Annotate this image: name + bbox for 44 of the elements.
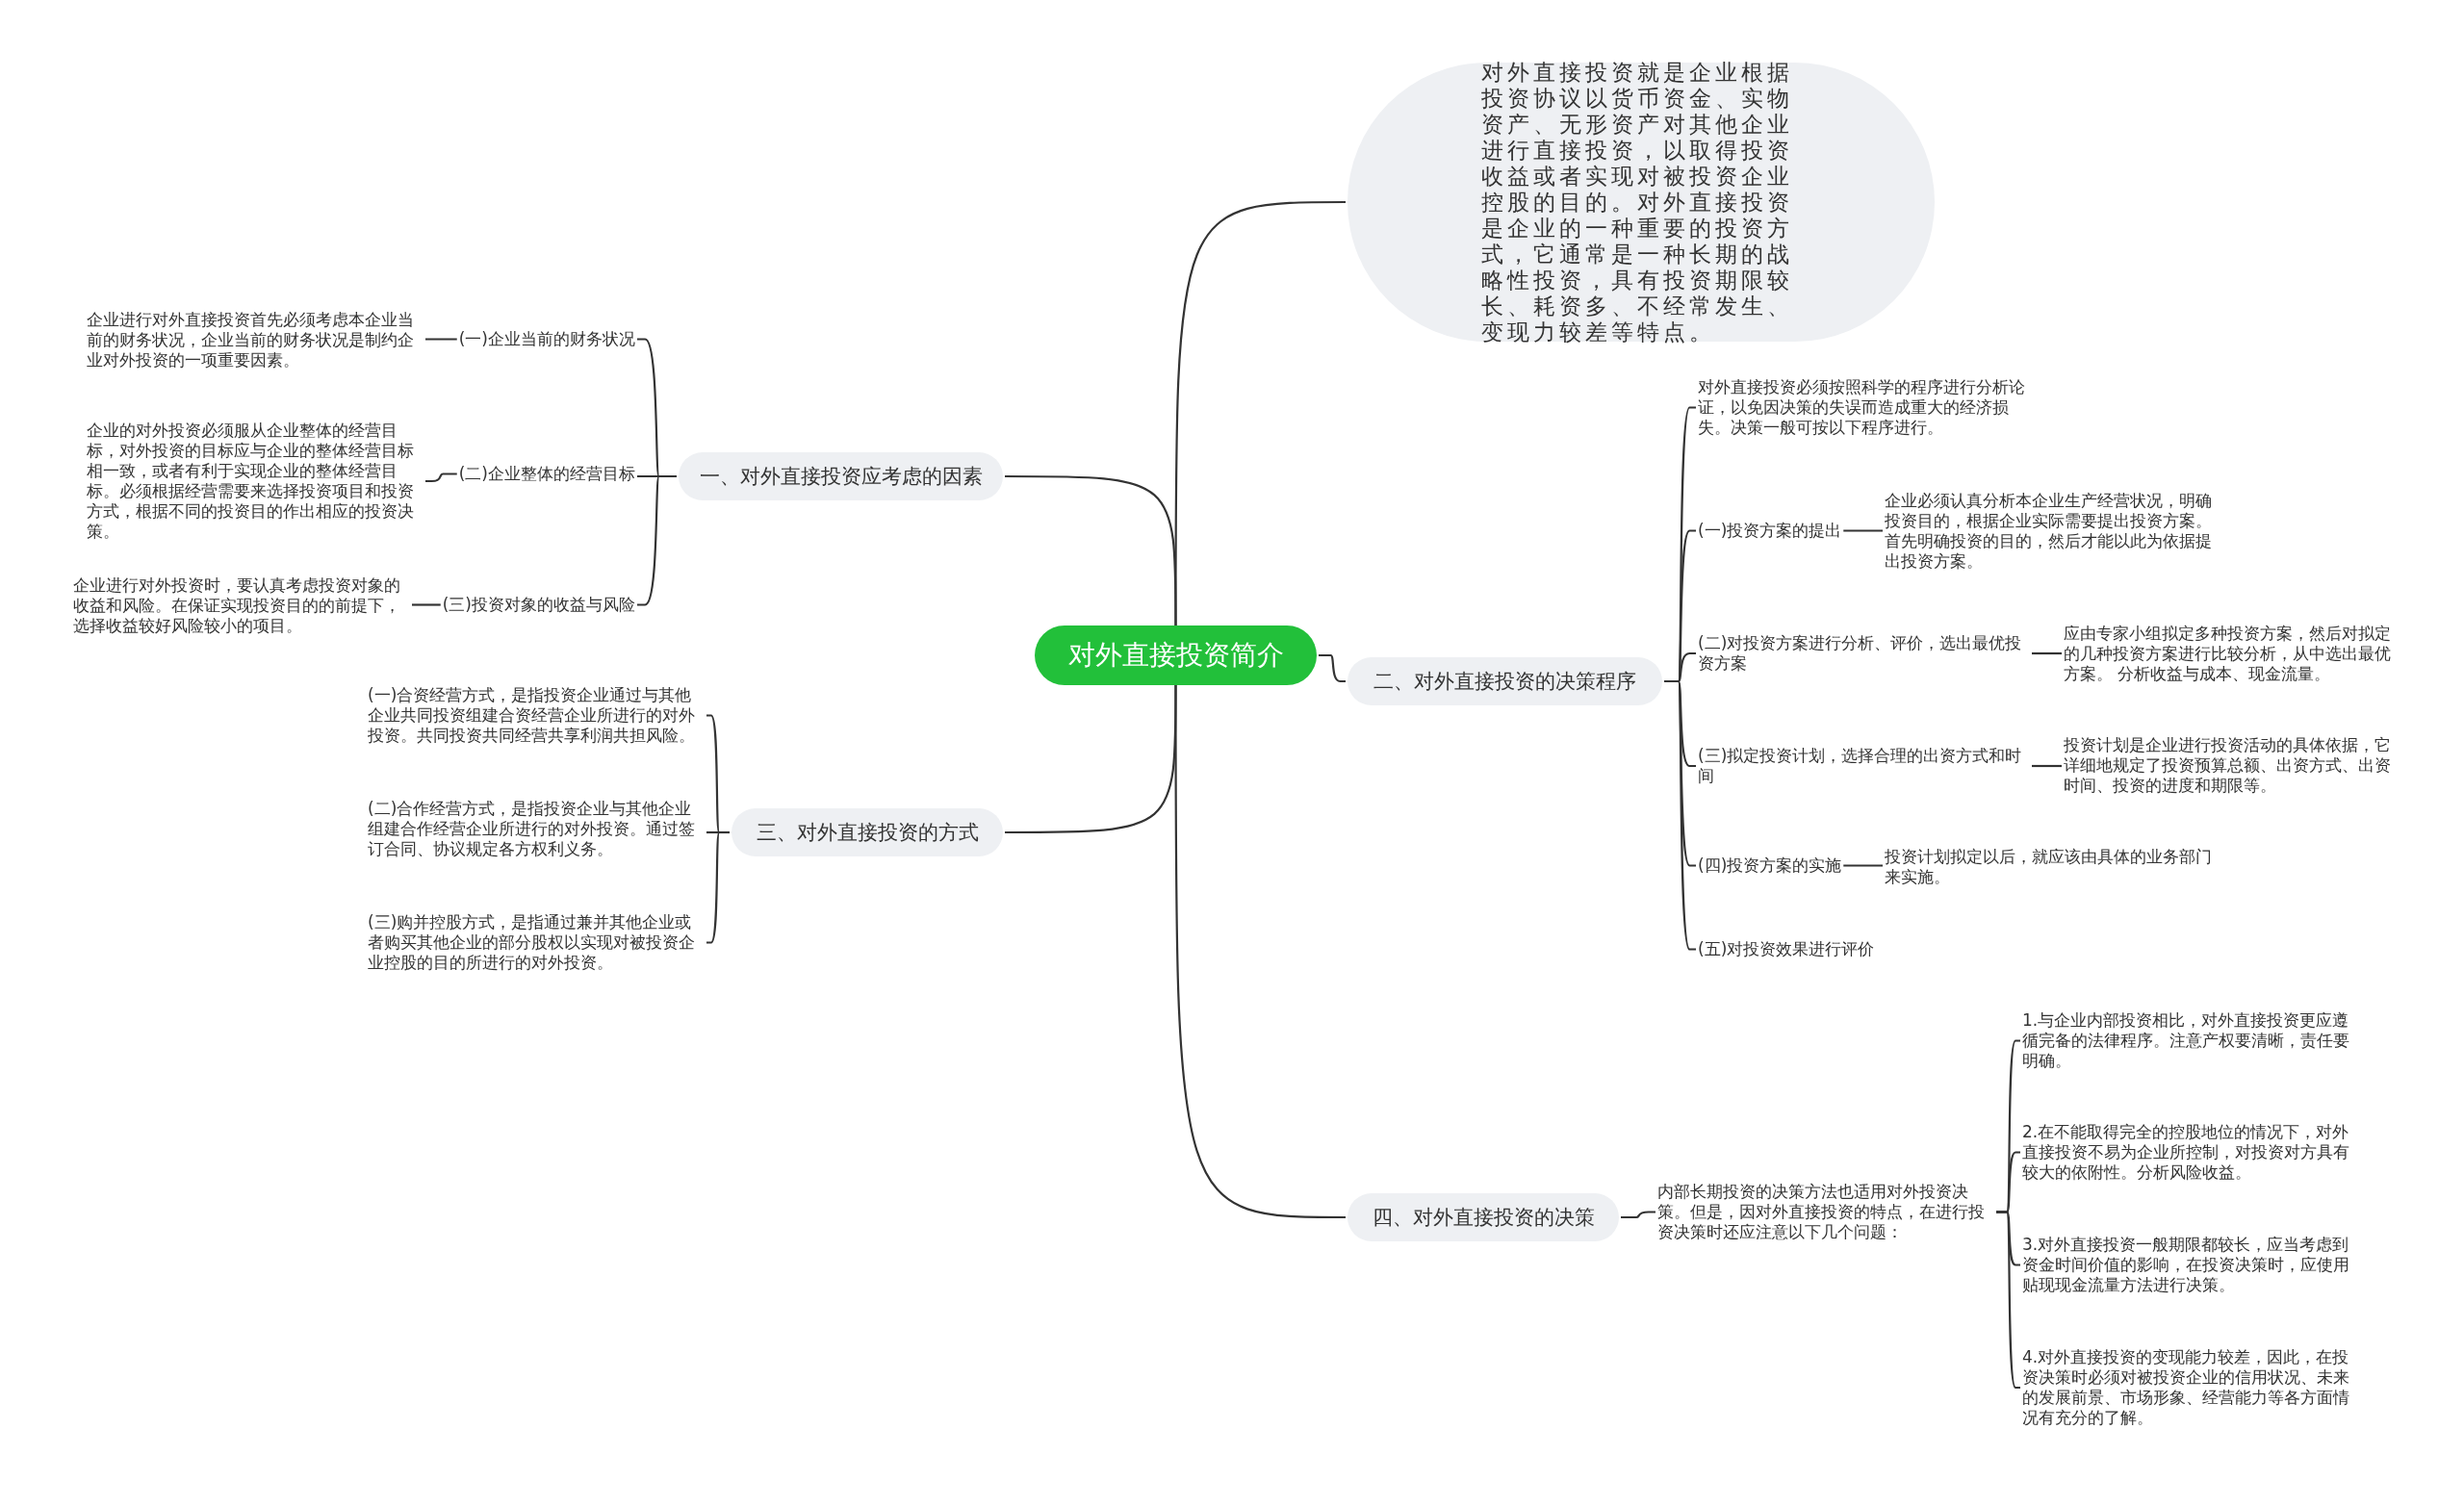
connector-line xyxy=(425,472,457,483)
subtopic-text: (二)企业整体的经营目标 xyxy=(458,464,635,484)
topic-pill: 三、对外直接投资的方式 xyxy=(732,808,1003,856)
note-text: 对外直接投资必须按照科学的程序进行分析论证，以免因决策的失误而造成重大的经济损失。决策一般可按以下程序进行。 xyxy=(1698,377,2035,438)
subtopic-text: (三)投资对象的收益与风险 xyxy=(442,595,635,615)
subtopic-text: (四)投资方案的实施 xyxy=(1698,855,1842,876)
subtopic-text: (二)对投资方案进行分析、评价，选出最优投资方案 xyxy=(1698,633,2030,674)
note-text: 内部长期投资的决策方法也适用对外投资决策。但是，因对外直接投资的特点，在进行投资决策时还应注意以下几个问题： xyxy=(1657,1182,1994,1242)
note-text: 应由专家小组拟定多种投资方案，然后对拟定的几种投资方案进行比较分析，从中选出最优方案。 分析收益与成本、现金流量。 xyxy=(2064,624,2400,684)
connector-line xyxy=(1843,864,1883,867)
note-text: 1.与企业内部投资相比，对外直接投资更应遵循完备的法律程序。注意产权要清晰，责任要明确。 xyxy=(2022,1010,2359,1071)
connector-line xyxy=(1843,529,1883,532)
connector-line xyxy=(1996,1211,2020,1390)
note-text: (三)购并控股方式，是指通过兼并其他企业或者购买其他企业的部分股权以实现对被投资企业控股的目的所进行的对外投资。 xyxy=(368,912,705,973)
subtopic-text: (一)企业当前的财务状况 xyxy=(458,329,635,349)
subtopic-text: (五)对投资效果进行评价 xyxy=(1698,939,1875,959)
connector-line xyxy=(1005,474,1177,625)
connector-line xyxy=(1319,653,1346,683)
note-text: (一)合资经营方式，是指投资企业通过与其他企业共同投资组建合资经营企业所进行的对外投资。共同投资共同经营共享利润共担风险。 xyxy=(368,685,705,746)
subtopic-text: (一)投资方案的提出 xyxy=(1698,521,1842,541)
note-text: 3.对外直接投资一般期限都较长，应当考虑到资金时间价值的影响，在投资决策时，应使用贴现现金流量方法进行决策。 xyxy=(2022,1235,2359,1295)
topic-pill: 二、对外直接投资的决策程序 xyxy=(1348,657,1662,705)
note-text: 企业的对外投资必须服从企业整体的经营目标，对外投资的目标应与企业的整体经营目标相一致，或者有利于实现企业的整体经营目标。必须根据经营需要来选择投资项目和投资方式，根据不同的投资目的作出相应的投资决策。 xyxy=(87,421,424,542)
note-text: 2.在不能取得完全的控股地位的情况下，对外直接投资不易为企业所控制，对投资对方具有较大的依附性。分析风险收益。 xyxy=(2022,1122,2359,1183)
definition-bubble: 对外直接投资就是企业根据投资协议以货币资金、实物资产、无形资产对其他企业进行直接投资，以取得投资收益或者实现对被投资企业控股的目的。对外直接投资是企业的一种重要的投资方式，它通常是一种长期的战略性投资，具有投资期限较长、耗资多、不经常发生、变现力较差等特点。 xyxy=(1348,63,1935,342)
note-text: 企业必须认真分析本企业生产经营状况，明确投资目的，根据企业实际需要提出投资方案。首先明确投资的目的，然后才能以此为依据提出投资方案。 xyxy=(1885,491,2221,572)
note-text: (二)合作经营方式，是指投资企业与其他企业组建合作经营企业所进行的对外投资。通过签订合同、协议规定各方权利义务。 xyxy=(368,799,705,859)
topic-pill: 一、对外直接投资应考虑的因素 xyxy=(679,452,1003,500)
connector-line xyxy=(1664,679,1696,951)
connector-line xyxy=(2032,651,2062,655)
topic-pill: 四、对外直接投资的决策 xyxy=(1348,1193,1619,1241)
note-text: 4.对外直接投资的变现能力较差，因此，在投资决策时必须对被投资企业的信用状况、未来的发展前景、市场形象、经营能力等各方面情况有充分的了解。 xyxy=(2022,1347,2359,1428)
note-text: 投资计划是企业进行投资活动的具体依据，它详细地规定了投资预算总额、出资方式、出资时间、投资的进度和期限等。 xyxy=(2064,735,2400,796)
note-text: 投资计划拟定以后，就应该由具体的业务部门来实施。 xyxy=(1885,847,2221,887)
connector-line xyxy=(637,474,677,606)
connector-line xyxy=(1621,1211,1656,1219)
connector-line xyxy=(412,603,441,606)
connector-line xyxy=(1174,685,1346,1219)
connector-line xyxy=(2032,764,2062,768)
connector-line xyxy=(425,338,457,341)
central-topic: 对外直接投资简介 xyxy=(1035,625,1317,685)
subtopic-text: (三)拟定投资计划，选择合理的出资方式和时间 xyxy=(1698,746,2030,786)
note-text: 企业进行对外直接投资首先必须考虑本企业当前的财务状况，企业当前的财务状况是制约企业对外投资的一项重要因素。 xyxy=(87,310,424,370)
note-text: 企业进行对外投资时，要认真考虑投资对象的收益和风险。在保证实现投资目的的前提下，选择收益较好风险较小的项目。 xyxy=(73,575,410,636)
